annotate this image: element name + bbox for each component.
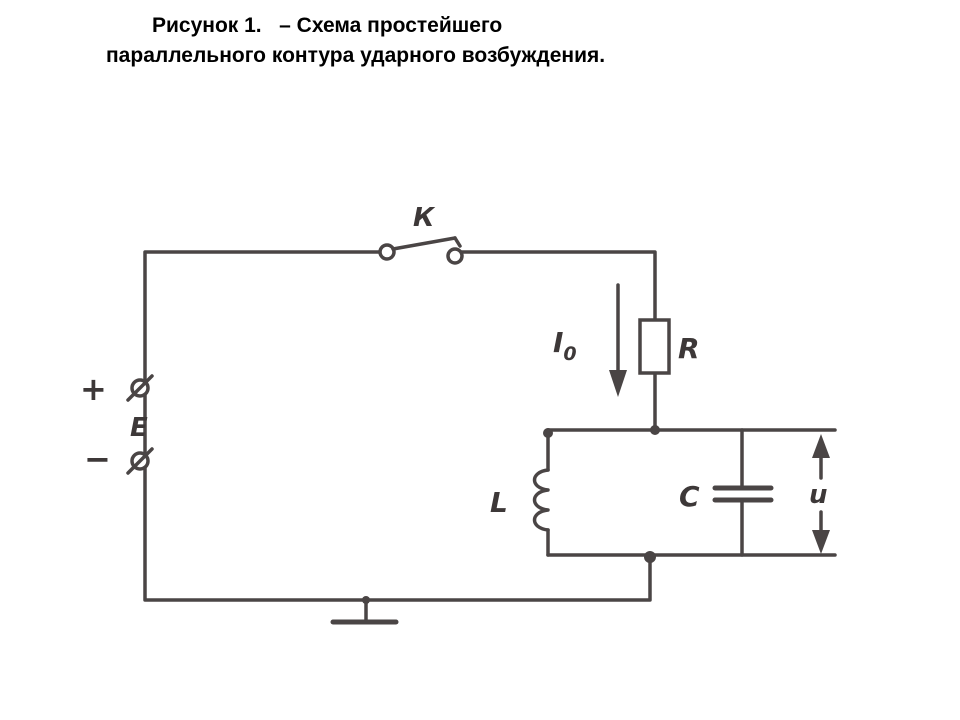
inductor-l: L <box>490 428 550 557</box>
source-plus-sign: + <box>80 370 107 408</box>
voltage-arrow: u <box>809 434 830 554</box>
switch-contact-left <box>378 243 396 261</box>
caption-line-1: Рисунок 1. – Схема простейшего <box>152 14 503 37</box>
junction-top <box>650 425 660 435</box>
junctions <box>543 425 660 563</box>
inductor-coil <box>532 468 550 532</box>
resistor-label: R <box>678 332 700 365</box>
current-arrow: I0 <box>553 283 627 397</box>
wire-bottom <box>143 466 652 602</box>
current-arrow-head <box>609 370 627 397</box>
terminal-minus-slash <box>126 447 154 475</box>
terminal-plus-slash <box>126 374 154 402</box>
source-minus-sign: − <box>84 440 111 478</box>
wire-top-left <box>143 250 386 385</box>
resistor-body <box>638 318 671 375</box>
source-e: + − E <box>80 370 154 478</box>
resistor-r: R <box>638 318 700 375</box>
caption-line-2: параллельного контура ударного возбужден… <box>106 44 606 67</box>
ground-symbol <box>330 596 399 625</box>
inductor-label: L <box>490 486 508 519</box>
wire-top-right <box>454 250 657 322</box>
voltage-label: u <box>809 480 828 510</box>
switch-blade-tip <box>453 236 462 248</box>
junction-bottom <box>644 551 656 563</box>
circuit-wires <box>143 250 837 602</box>
switch-contact-right <box>446 247 464 265</box>
current-label: I0 <box>553 326 577 365</box>
voltage-arrowhead-up <box>812 434 830 458</box>
switch-k: К <box>378 203 464 265</box>
switch-blade <box>391 236 457 251</box>
voltage-arrowhead-down <box>812 530 830 554</box>
capacitor-label: C <box>679 480 700 513</box>
capacitor-c: C <box>679 428 774 557</box>
switch-label: К <box>413 203 436 233</box>
source-label: E <box>130 413 148 443</box>
